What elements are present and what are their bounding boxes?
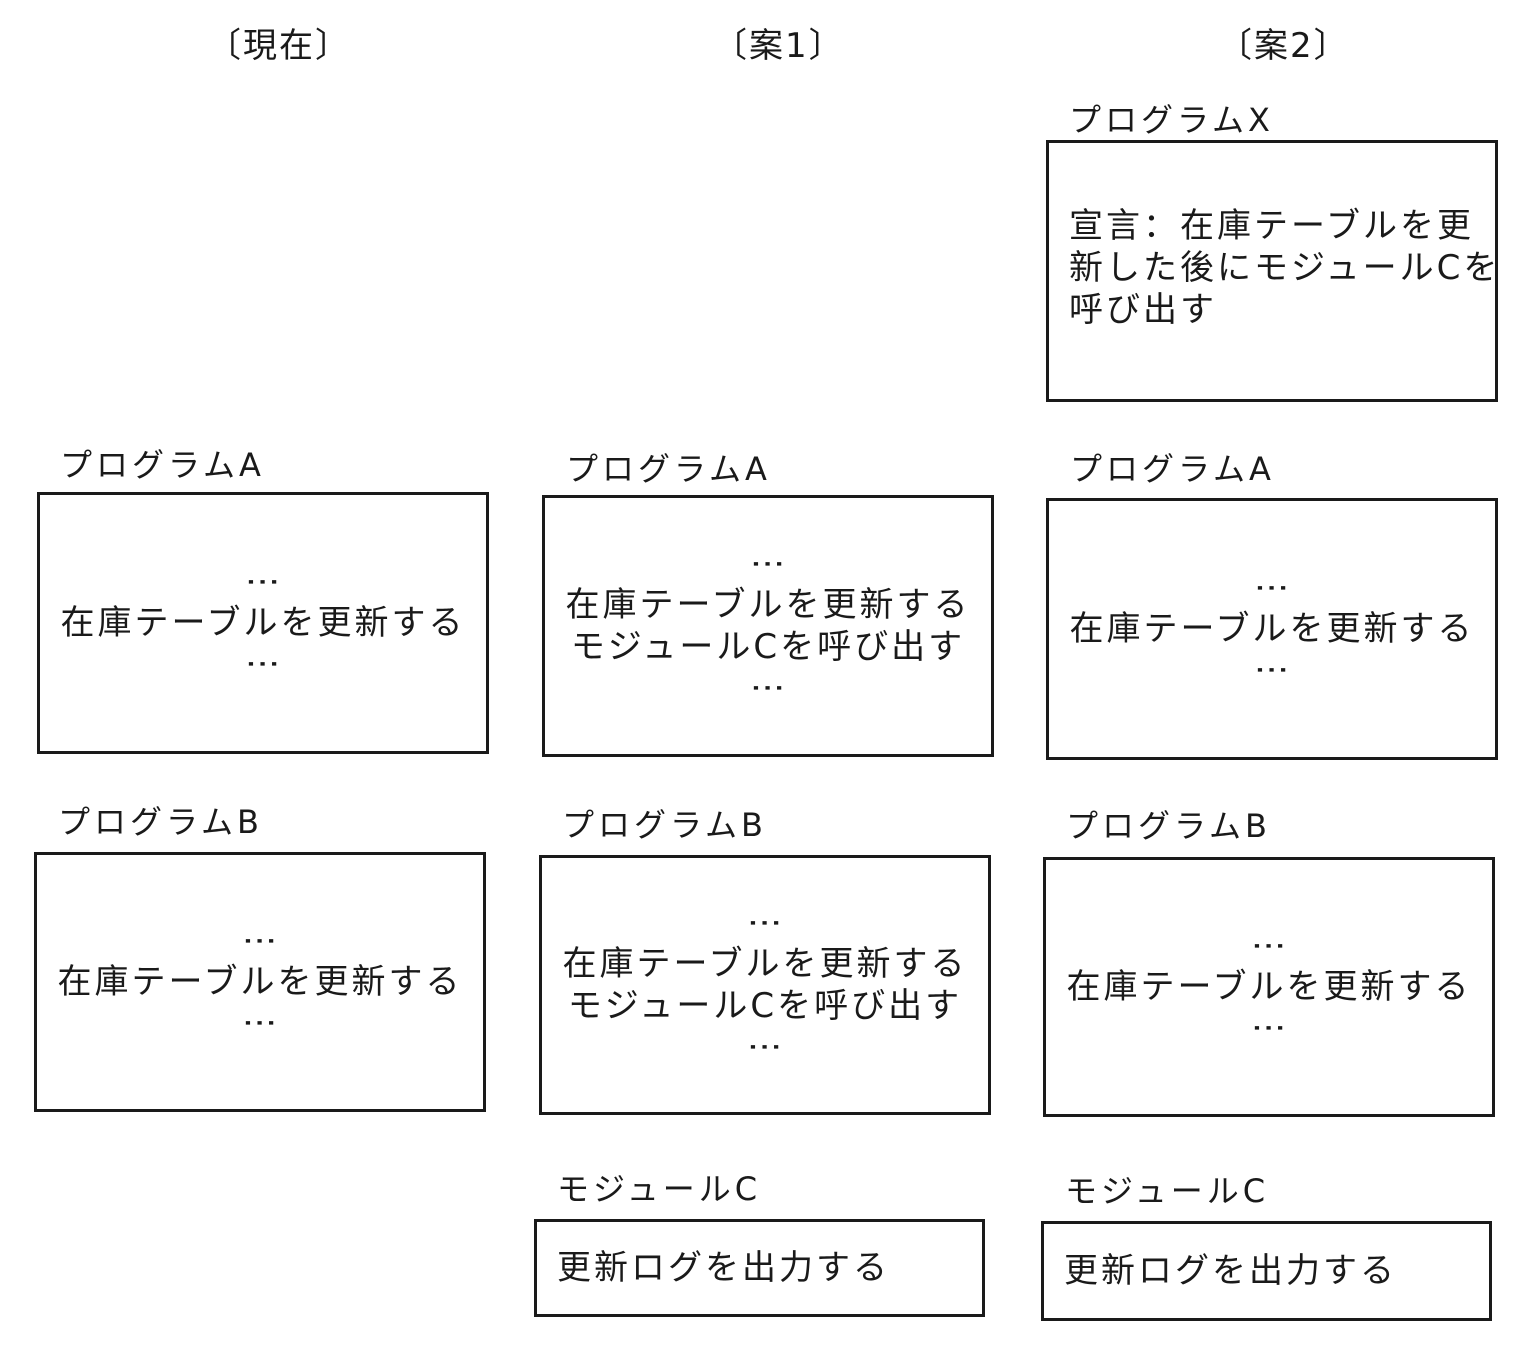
ellipsis-icon: ⋮ <box>243 647 283 681</box>
plan2-module-c-line1: 更新ログを出力する <box>1064 1251 1397 1291</box>
current-program-b-box: ⋮ 在庫テーブルを更新する ⋮ <box>34 852 486 1112</box>
plan1-program-b-line1: 在庫テーブルを更新する <box>562 944 968 984</box>
plan2-program-a-label: プログラムA <box>1070 450 1275 488</box>
plan2-program-x-line1: 宣言：在庫テーブルを更 <box>1069 206 1474 246</box>
ellipsis-icon: ⋮ <box>1249 929 1289 963</box>
plan2-program-x-box: 宣言：在庫テーブルを更 新した後にモジュールCを 呼び出す <box>1046 140 1498 402</box>
plan1-program-a-label: プログラムA <box>566 450 771 488</box>
ellipsis-icon: ⋮ <box>1249 1011 1289 1045</box>
plan2-program-a-box: ⋮ 在庫テーブルを更新する ⋮ <box>1046 498 1498 760</box>
ellipsis-icon: ⋮ <box>745 906 785 940</box>
current-program-b-label: プログラムB <box>58 803 263 841</box>
ellipsis-icon: ⋮ <box>243 565 283 599</box>
plan1-program-b-line2: モジュールCを呼び出す <box>567 986 963 1026</box>
plan1-program-a-line2: モジュールCを呼び出す <box>570 627 966 667</box>
plan1-module-c-line1: 更新ログを出力する <box>557 1248 890 1288</box>
plan2-program-b-label: プログラムB <box>1066 807 1271 845</box>
ellipsis-icon: ⋮ <box>1252 571 1292 605</box>
current-program-a-line1: 在庫テーブルを更新する <box>60 603 466 643</box>
ellipsis-icon: ⋮ <box>745 1030 785 1064</box>
ellipsis-icon: ⋮ <box>1252 653 1292 687</box>
plan2-program-b-line1: 在庫テーブルを更新する <box>1066 967 1472 1007</box>
header-current: 〔現在〕 <box>207 26 351 66</box>
header-plan1: 〔案1〕 <box>713 26 845 66</box>
ellipsis-icon: ⋮ <box>748 671 788 705</box>
plan2-program-b-box: ⋮ 在庫テーブルを更新する ⋮ <box>1043 857 1495 1117</box>
plan1-program-a-box: ⋮ 在庫テーブルを更新する モジュールCを呼び出す ⋮ <box>542 495 994 757</box>
plan1-module-c-box: 更新ログを出力する <box>534 1219 985 1317</box>
plan2-program-x-line3: 呼び出す <box>1069 290 1217 330</box>
plan1-program-b-box: ⋮ 在庫テーブルを更新する モジュールCを呼び出す ⋮ <box>539 855 991 1115</box>
ellipsis-icon: ⋮ <box>748 547 788 581</box>
plan2-module-c-label: モジュールC <box>1065 1172 1270 1210</box>
header-plan2: 〔案2〕 <box>1218 26 1350 66</box>
plan1-program-a-line1: 在庫テーブルを更新する <box>565 585 971 625</box>
plan1-module-c-label: モジュールC <box>557 1170 762 1208</box>
plan2-program-a-line1: 在庫テーブルを更新する <box>1069 609 1475 649</box>
plan1-program-b-label: プログラムB <box>562 806 767 844</box>
ellipsis-icon: ⋮ <box>240 924 280 958</box>
current-program-a-label: プログラムA <box>60 446 265 484</box>
plan2-module-c-box: 更新ログを出力する <box>1041 1221 1492 1321</box>
ellipsis-icon: ⋮ <box>240 1006 280 1040</box>
plan2-program-x-label: プログラムX <box>1069 101 1274 139</box>
plan2-program-x-line2: 新した後にモジュールCを <box>1069 248 1501 288</box>
current-program-a-box: ⋮ 在庫テーブルを更新する ⋮ <box>37 492 489 754</box>
current-program-b-line1: 在庫テーブルを更新する <box>57 962 463 1002</box>
